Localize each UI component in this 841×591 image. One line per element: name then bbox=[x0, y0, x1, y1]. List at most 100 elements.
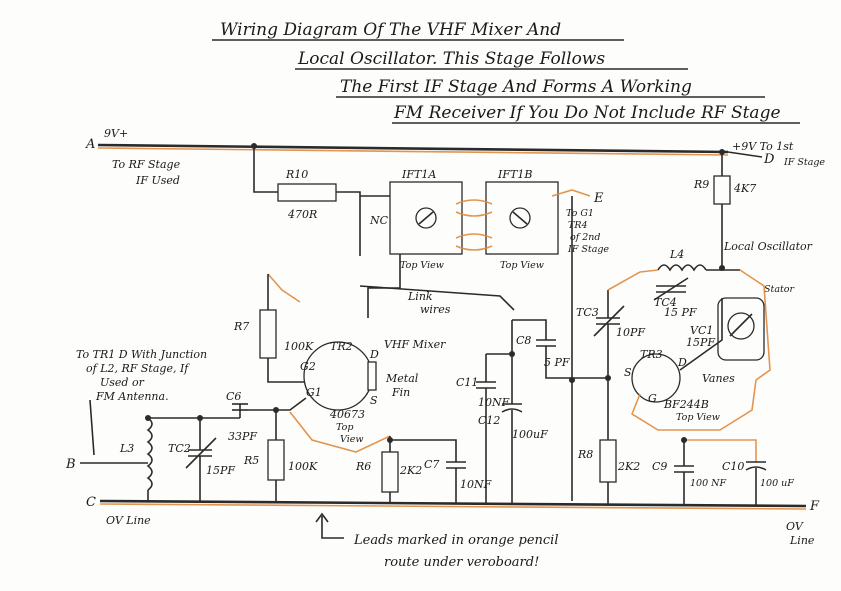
terminal-f: F bbox=[809, 499, 820, 514]
junction-dot-r5 bbox=[273, 407, 279, 413]
r7-value: 100K bbox=[284, 340, 314, 353]
link-wires-label-2: wires bbox=[420, 303, 451, 316]
r7-bottom-lead bbox=[267, 358, 318, 383]
tc2-label: TC2 bbox=[168, 442, 191, 455]
c12-value: 100uF bbox=[512, 428, 548, 441]
supply-to-1st-if-label: +9V To 1st bbox=[732, 140, 794, 153]
c8-top-lead bbox=[512, 319, 547, 340]
ift1b-top-view: Top View bbox=[500, 260, 544, 271]
diagram-title: Wiring Diagram Of The VHF Mixer And Loca… bbox=[212, 20, 800, 124]
supply-9v-label: 9V+ bbox=[104, 127, 128, 140]
b-note-3: Used or bbox=[100, 376, 145, 389]
if-used-note: IF Used bbox=[135, 174, 180, 187]
r6-value: 2K2 bbox=[399, 464, 422, 477]
ift1b-to-e-lead bbox=[551, 189, 591, 197]
tc3-label: TC3 bbox=[576, 306, 599, 319]
local-oscillator-label: Local Oscillator bbox=[723, 240, 813, 253]
c8-value: 5 PF bbox=[544, 356, 570, 369]
e-note-3: of 2nd bbox=[570, 232, 601, 243]
c10-plate-bottom bbox=[745, 466, 767, 471]
terminal-b: B bbox=[65, 457, 76, 472]
ift1a-core-slot bbox=[418, 211, 434, 225]
positive-supply-rail bbox=[97, 143, 729, 154]
nc-pin-label: NC bbox=[369, 214, 389, 227]
title-line-2: Local Oscillator. This Stage Follows bbox=[297, 49, 605, 69]
zero-volt-rail bbox=[99, 499, 807, 508]
r5-label: R5 bbox=[243, 454, 259, 467]
tc3-value: 10PF bbox=[616, 326, 645, 339]
c9-value: 100 NF bbox=[690, 478, 726, 489]
c10-value: 100 uF bbox=[760, 478, 794, 489]
r9-label: R9 bbox=[693, 178, 709, 191]
junction-dot-tr3-source bbox=[605, 375, 611, 381]
junction-dot-tc2 bbox=[197, 415, 203, 421]
junction-dot-r6 bbox=[387, 437, 393, 443]
c9-label: C9 bbox=[652, 460, 667, 473]
e-note-1: To G1 bbox=[566, 208, 594, 219]
stator-label: Stator bbox=[764, 284, 796, 295]
resistor-r8 bbox=[599, 439, 617, 483]
c6-value: 33PF bbox=[228, 430, 257, 443]
vc1-stator-orange-lead bbox=[739, 269, 771, 381]
leads-note-line-1: Leads marked in orange pencil bbox=[353, 533, 558, 548]
tc3-orange-lead bbox=[607, 271, 641, 291]
r10-value: 470R bbox=[287, 208, 317, 221]
title-line-3: The First IF Stage And Forms A Working bbox=[340, 77, 692, 97]
b-note-1: To TR1 D With Junction bbox=[76, 348, 207, 361]
resistor-r9 bbox=[713, 175, 731, 205]
tc2-trimmer-arrow bbox=[185, 437, 217, 469]
vc1-value: 15PF bbox=[686, 336, 715, 349]
title-line-1: Wiring Diagram Of The VHF Mixer And bbox=[220, 20, 561, 40]
ift1a-top-view: Top View bbox=[400, 260, 444, 271]
tr3-top-view: Top View bbox=[676, 412, 720, 423]
r5-value: 100K bbox=[288, 460, 318, 473]
tr2-top-label: Top bbox=[336, 422, 353, 433]
resistor-r7 bbox=[259, 309, 277, 359]
tr2-part-number: 40673 bbox=[329, 408, 365, 421]
junction-dot-ift1b bbox=[569, 377, 575, 383]
c9-c10-orange-link bbox=[684, 439, 757, 462]
junction-dot-c12 bbox=[509, 351, 515, 357]
c7-label: C7 bbox=[424, 458, 439, 471]
resistor-r6 bbox=[381, 451, 399, 493]
vanes-label: Vanes bbox=[702, 372, 735, 385]
tr2-d-pin: D bbox=[369, 348, 379, 361]
link-wire-path bbox=[359, 285, 515, 311]
l4-left-orange-lead bbox=[639, 269, 659, 273]
f-ov-line-label-2: Line bbox=[789, 534, 815, 547]
tc4-label: TC4 bbox=[654, 296, 677, 309]
zero-volt-rail-orange-lead bbox=[99, 503, 807, 510]
r10-right-lead bbox=[336, 191, 361, 256]
tr3-s-pin: S bbox=[624, 366, 632, 379]
tr3-drain-lead bbox=[679, 298, 723, 371]
tr2-label: TR2 bbox=[330, 340, 353, 353]
leads-note-line-2: route under veroboard! bbox=[384, 555, 539, 570]
c11-value: 10NF bbox=[478, 396, 510, 409]
tr3-label: TR3 bbox=[640, 348, 663, 361]
resistor-r5 bbox=[267, 439, 285, 481]
ift1a-label: IFT1A bbox=[401, 168, 436, 181]
c11-label: C11 bbox=[456, 376, 478, 389]
junction-dot-l3 bbox=[145, 415, 151, 421]
transistor-tr3 bbox=[631, 353, 681, 403]
b-note-4: FM Antenna. bbox=[95, 390, 169, 403]
c6-label: C6 bbox=[226, 390, 241, 403]
ift1b-label: IFT1B bbox=[497, 168, 532, 181]
tr3-g-pin: G bbox=[648, 392, 657, 405]
vc1-label: VC1 bbox=[690, 324, 713, 337]
metal-fin-label-1: Metal bbox=[385, 372, 419, 385]
r10-left-lead bbox=[253, 146, 278, 193]
c6-to-g1-lead bbox=[248, 397, 307, 411]
b-note-2: of L2, RF Stage, If bbox=[86, 362, 190, 375]
terminal-c: C bbox=[86, 495, 96, 510]
c-ov-line-label: OV Line bbox=[106, 514, 151, 527]
tc4-value: 15 PF bbox=[664, 306, 697, 319]
e-note-2: TR4 bbox=[568, 220, 588, 231]
r10-label: R10 bbox=[285, 168, 308, 181]
tr3-part-number: BF244B bbox=[663, 398, 709, 411]
l4-label: L4 bbox=[669, 248, 684, 261]
c12-label: C12 bbox=[478, 414, 500, 427]
tr2-source-orange-lead bbox=[289, 411, 391, 453]
